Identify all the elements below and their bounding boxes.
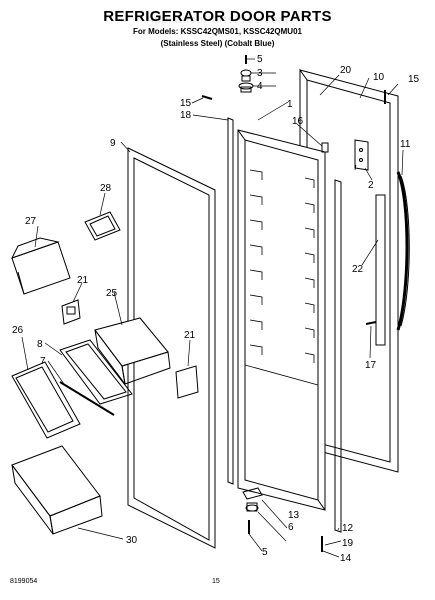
callout-21-upper: 21 (77, 275, 89, 286)
callout-11: 11 (400, 139, 411, 150)
model-numbers: For Models: KSSC42QMS01, KSSC42QMU01 (133, 27, 302, 36)
dispenser-bracket (61, 299, 81, 325)
document-code: 8199054 (10, 578, 38, 585)
dispenser-housing (94, 317, 171, 385)
hinge-bracket (354, 139, 369, 171)
callout-17: 17 (365, 360, 377, 371)
top-hinge-assembly (238, 55, 254, 93)
callout-22: 22 (352, 264, 364, 275)
door-screws (201, 90, 386, 552)
callout-25: 25 (106, 288, 118, 299)
callout-12: 12 (342, 523, 354, 534)
callout-26: 26 (12, 325, 24, 336)
lower-dispenser-bracket (175, 365, 199, 399)
upper-door-bin (11, 237, 71, 295)
lower-door-bin (11, 445, 103, 535)
callout-14: 14 (340, 553, 352, 564)
callout-27: 27 (25, 216, 37, 227)
callout-3: 3 (257, 68, 263, 79)
callout-labels: 1 2 3 4 5 6 7 8 9 10 11 12 13 14 15 15 1… (12, 54, 420, 564)
dispenser-panel (59, 339, 133, 405)
handle-trim-strip (375, 194, 386, 346)
liner-shelf-rails (244, 169, 319, 386)
callout-leaders (21, 58, 404, 558)
door-cover-panel (11, 361, 81, 439)
door-side-seal (334, 179, 342, 533)
page-number: 15 (212, 578, 220, 585)
callout-18: 18 (180, 110, 192, 121)
callout-8: 8 (37, 339, 43, 350)
callout-21-lower: 21 (184, 330, 196, 341)
door-gasket (127, 147, 216, 549)
callout-19: 19 (342, 538, 354, 549)
door-liner (237, 129, 326, 511)
callout-2: 2 (368, 180, 374, 191)
callout-1: 1 (287, 99, 293, 110)
callout-15-right: 15 (408, 74, 420, 85)
callout-4: 4 (257, 81, 263, 92)
dairy-bin (84, 211, 121, 241)
callout-5-bottom: 5 (262, 547, 268, 558)
callout-13: 13 (288, 510, 300, 521)
trim-strip (59, 381, 115, 416)
model-variants: (Stainless Steel) (Cobalt Blue) (160, 39, 275, 48)
page-title: REFRIGERATOR DOOR PARTS (103, 8, 332, 25)
callout-16: 16 (292, 116, 304, 127)
callout-7: 7 (40, 356, 46, 367)
callout-15-left: 15 (180, 98, 192, 109)
callout-28: 28 (100, 183, 112, 194)
callout-20: 20 (340, 65, 352, 76)
callout-9: 9 (110, 138, 116, 149)
hinge-side-trim (227, 117, 234, 485)
bottom-hinge-assembly (242, 487, 263, 512)
callout-30: 30 (126, 535, 138, 546)
door-handle (396, 171, 410, 331)
callout-10: 10 (373, 72, 385, 83)
watermark: AppliancePartsPros.com (146, 14, 289, 26)
callout-5: 5 (257, 54, 263, 65)
callout-6: 6 (288, 522, 294, 533)
